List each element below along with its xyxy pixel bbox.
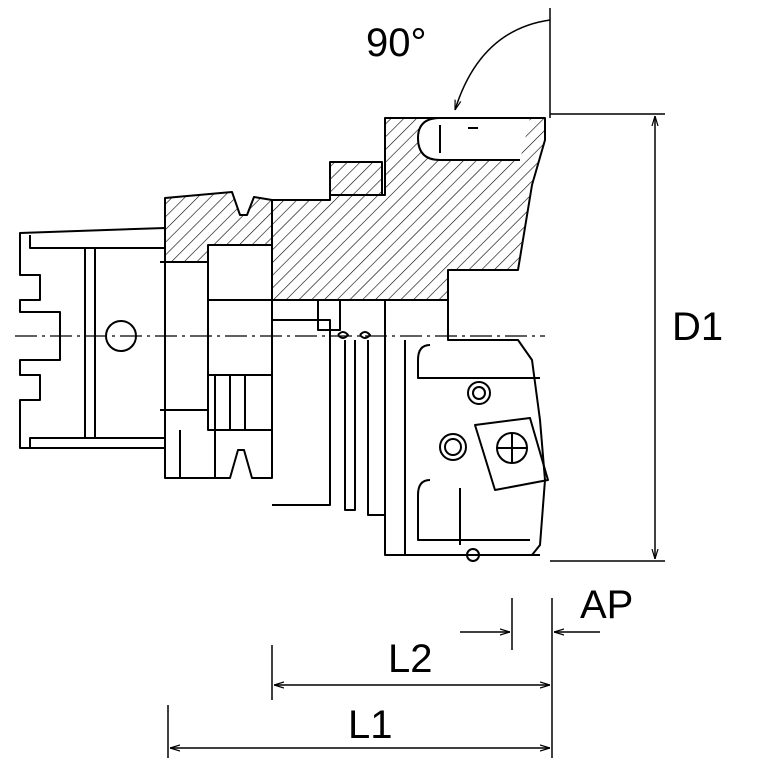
angle-arc xyxy=(454,19,551,110)
retention-grooves xyxy=(337,331,371,339)
clamp-screw xyxy=(439,433,467,461)
cutting-insert xyxy=(439,381,549,491)
l2-label: L2 xyxy=(388,637,433,681)
drive-key xyxy=(329,161,383,196)
adjust-screw xyxy=(467,381,491,405)
angle-label: 90° xyxy=(366,21,427,65)
lower-screw xyxy=(466,548,480,562)
d1-label: D1 xyxy=(672,305,723,349)
insert-pocket-top xyxy=(417,117,530,161)
body-lower xyxy=(207,300,546,562)
l1-label: L1 xyxy=(348,703,393,747)
ap-label: AP xyxy=(580,583,633,627)
flange xyxy=(164,191,273,479)
